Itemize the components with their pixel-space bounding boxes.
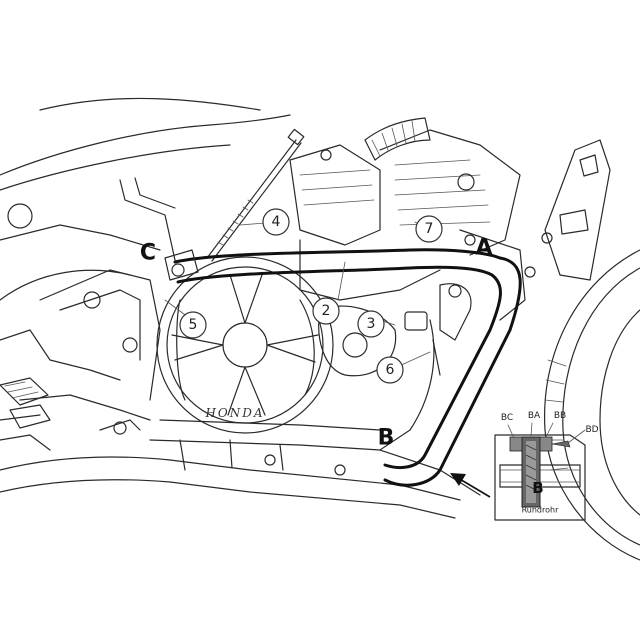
long-bolt <box>206 128 305 262</box>
callout-7: 7 <box>415 215 443 243</box>
callout-5: 5 <box>179 311 207 339</box>
inset-label-bc: BC <box>501 413 513 423</box>
footpeg <box>0 377 141 435</box>
inset-label-bd: BD <box>585 425 598 435</box>
point-c-label: C <box>140 241 156 266</box>
wheel <box>543 249 640 561</box>
callout-4: 4 <box>262 208 290 236</box>
brand-label: HONDA <box>204 406 264 420</box>
clutch-cover: HONDA <box>156 256 334 434</box>
inset-label-bb: BB <box>554 411 566 421</box>
svg-text:3: 3 <box>367 316 376 332</box>
lower-engine <box>0 419 481 519</box>
svg-text:7: 7 <box>425 221 434 237</box>
engine-block <box>289 117 526 451</box>
callout-3: 3 <box>357 310 385 338</box>
detail-inset: BC BA BB BD B Rundrohr <box>494 411 599 521</box>
callout-6: 6 <box>376 356 404 384</box>
svg-text:6: 6 <box>386 362 395 378</box>
svg-text:5: 5 <box>189 317 198 333</box>
point-a-label: A <box>475 236 492 261</box>
crash-bar <box>164 234 522 487</box>
inset-caption: Rundrohr <box>522 506 559 515</box>
leader-lines <box>164 221 431 372</box>
inset-label-b: B <box>532 479 543 497</box>
svg-text:4: 4 <box>272 214 281 230</box>
fork-bracket <box>524 139 611 281</box>
frame-lines <box>0 97 291 421</box>
arrow-icon <box>450 473 491 498</box>
point-b-label: B <box>378 426 395 451</box>
inset-label-ba: BA <box>528 411 541 421</box>
svg-text:2: 2 <box>322 303 331 319</box>
callout-2: 2 <box>312 297 340 325</box>
